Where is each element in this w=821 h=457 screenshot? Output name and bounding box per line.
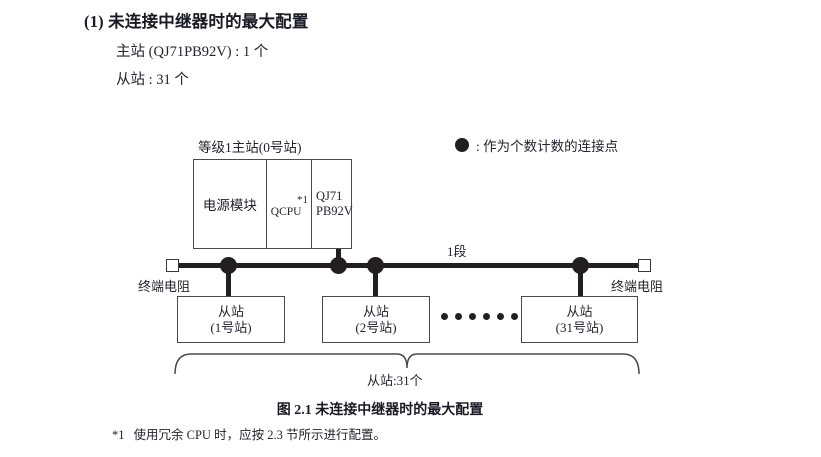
segment-label: 1段 xyxy=(447,244,467,259)
slave-count-line: 从站 : 31 个 xyxy=(116,72,189,88)
slave-total-label: 从站:31个 xyxy=(367,373,423,388)
qj71pb92v-module-cell: QJ71 PB92V xyxy=(312,160,353,248)
master-station-block: 电源模块 QCPU *1 QJ71 PB92V xyxy=(193,159,353,249)
footnote: *1 使用冗余 CPU 时，应按 2.3 节所示进行配置。 xyxy=(112,424,386,443)
slave-station-number: (2号站) xyxy=(355,319,397,335)
connection-point-dot xyxy=(329,256,347,274)
slave-range-brace xyxy=(174,353,640,374)
module-name-line1: QJ71 xyxy=(316,189,343,203)
ellipsis-dot xyxy=(469,313,476,320)
ellipsis-dot xyxy=(455,313,462,320)
bus-trunk-line xyxy=(176,262,642,268)
power-supply-module-cell: 电源模块 xyxy=(194,160,267,248)
connection-point-dot xyxy=(366,256,384,274)
slave-name: 从站 xyxy=(566,303,593,319)
footnote-marker: *1 xyxy=(297,194,308,206)
drop-line-slave-31 xyxy=(577,265,583,297)
drop-line-slave-2 xyxy=(372,265,378,297)
terminator-label-right: 终端电阻 xyxy=(611,279,664,294)
ellipsis-dot xyxy=(483,313,490,320)
filled-circle-icon xyxy=(455,138,469,152)
figure-caption: 图 2.1 未连接中继器时的最大配置 xyxy=(276,403,484,418)
ellipsis-dots xyxy=(441,313,518,320)
slave-station-number: (31号站) xyxy=(555,319,604,335)
slave-name: 从站 xyxy=(217,303,244,319)
slave-station-box-1: 从站 (1号站) xyxy=(177,296,285,343)
page-title: (1) 未连接中继器时的最大配置 xyxy=(84,12,309,31)
master-count-line: 主站 (QJ71PB92V) : 1 个 xyxy=(116,44,269,60)
drop-line-slave-1 xyxy=(225,265,231,297)
ellipsis-dot xyxy=(497,313,504,320)
slave-station-number: (1号站) xyxy=(210,319,252,335)
legend-label: : 作为个数计数的连接点 xyxy=(476,139,619,154)
terminator-label-left: 终端电阻 xyxy=(138,279,191,294)
footnote-text: 使用冗余 CPU 时，应按 2.3 节所示进行配置。 xyxy=(133,428,386,442)
qcpu-module-cell: QCPU *1 xyxy=(267,160,312,248)
terminator-resistor-icon-left xyxy=(166,258,179,272)
connection-point-dot xyxy=(571,256,589,274)
connection-point-dot xyxy=(219,256,237,274)
slave-station-box-31: 从站 (31号站) xyxy=(521,296,638,343)
footnote-mark: *1 xyxy=(112,428,125,442)
slave-name: 从站 xyxy=(362,303,389,319)
legend: : 作为个数计数的连接点 xyxy=(455,135,618,155)
ellipsis-dot xyxy=(511,313,518,320)
terminator-resistor-icon-right xyxy=(638,258,651,272)
qcpu-label: QCPU xyxy=(270,206,302,218)
slave-station-box-2: 从站 (2号站) xyxy=(322,296,430,343)
module-name-line2: PB92V xyxy=(316,204,353,218)
ellipsis-dot xyxy=(441,313,448,320)
master-station-label: 等级1主站(0号站) xyxy=(198,140,302,155)
